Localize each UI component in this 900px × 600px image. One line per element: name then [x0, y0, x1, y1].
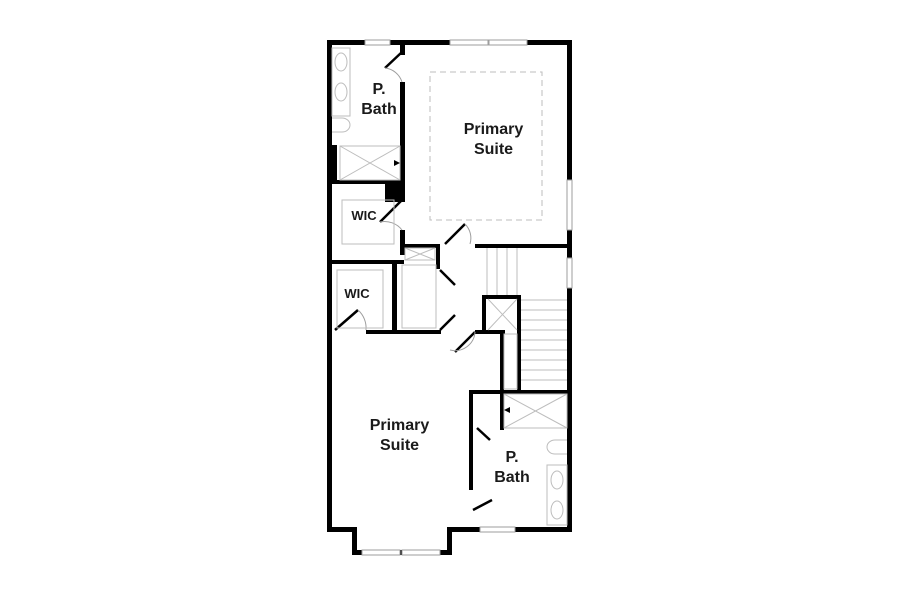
room-label-line: WIC: [344, 286, 370, 301]
room-label-line: Primary: [369, 417, 430, 434]
room-label-wic-upper: WIC: [344, 206, 384, 226]
room-label-line: P.: [372, 81, 386, 98]
fixtures: [331, 47, 568, 526]
room-label-line: Suite: [379, 437, 420, 454]
room-label-line: Bath: [361, 101, 397, 118]
interior-walls: [327, 45, 572, 490]
windows: [361, 39, 573, 556]
room-label-line: Suite: [473, 141, 514, 158]
room-label-line: WIC: [351, 208, 377, 223]
room-label-wic-lower: WIC: [337, 284, 377, 304]
room-label-primary-suite-lower: Primary Suite: [352, 416, 447, 456]
room-label-p-bath-upper: P. Bath: [357, 80, 401, 120]
room-label-primary-suite-upper: Primary Suite: [446, 120, 541, 160]
room-label-line: Primary: [463, 121, 524, 138]
room-label-line: Bath: [494, 469, 530, 486]
room-label-p-bath-lower: P. Bath: [490, 448, 534, 488]
doors: [334, 51, 493, 512]
room-label-line: P.: [505, 449, 519, 466]
